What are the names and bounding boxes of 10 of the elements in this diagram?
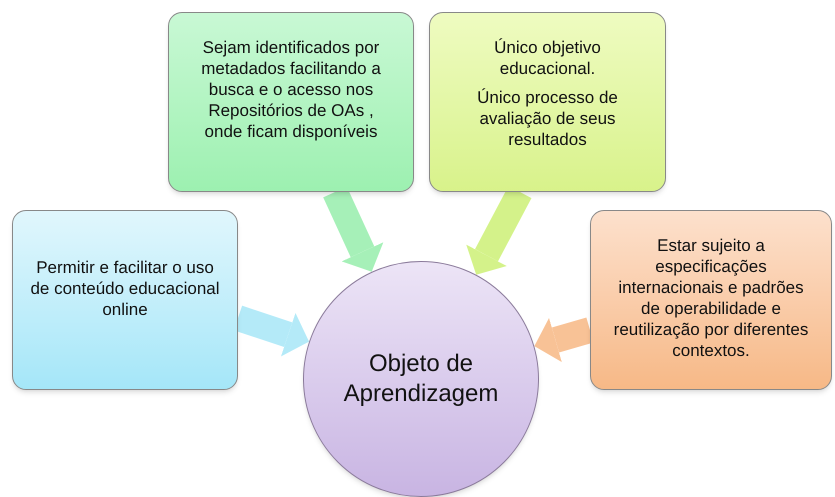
box-text: Sejam identificados por metadados facilitando a busca e o acesso nos Repositórios de OAs , onde ficam disponíveis bbox=[200, 37, 382, 142]
rounded-box bbox=[429, 12, 666, 192]
box-text: Estar sujeito a especificações internacionais e padrões de operabilidade e reutilização por diferentes contextos. bbox=[612, 235, 810, 361]
rounded-box bbox=[590, 210, 832, 390]
box-text: Único objetivo educacional. bbox=[493, 37, 602, 79]
circle-label: Objeto de Aprendizagem bbox=[342, 349, 500, 409]
box-text: Permitir e facilitar o uso de conteúdo educacional online bbox=[29, 256, 221, 320]
box-text: Único processo de avaliação de seus resultados bbox=[476, 87, 619, 150]
rounded-box bbox=[12, 210, 238, 390]
rounded-box bbox=[168, 12, 414, 192]
